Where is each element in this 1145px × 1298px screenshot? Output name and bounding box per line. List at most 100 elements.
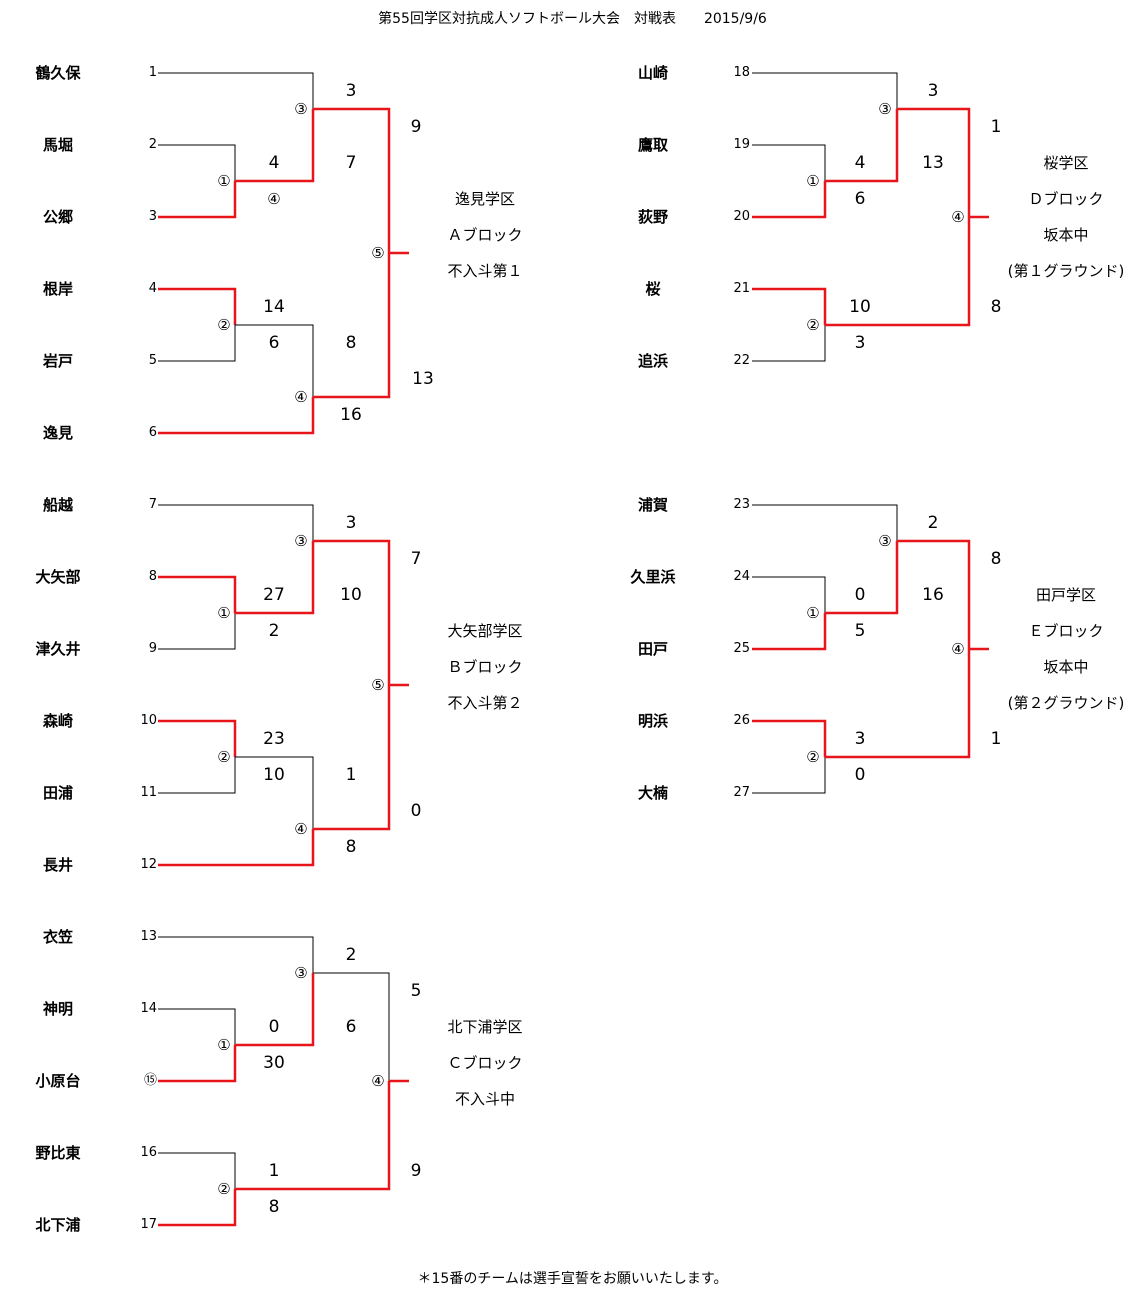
team-name: 荻野	[637, 208, 669, 226]
score-value: 3	[854, 729, 866, 749]
score-value: 4	[268, 153, 280, 173]
seed-number: 14	[140, 1001, 157, 1016]
score-value: 7	[345, 153, 357, 173]
block-info: 桜学区	[1043, 154, 1089, 172]
seed-number: 12	[140, 857, 157, 872]
match-number: ③	[294, 964, 308, 982]
match-number: ①	[806, 604, 820, 622]
seed-number: 8	[148, 569, 157, 584]
block-info: 大矢部学区	[447, 622, 523, 640]
score-value: 6	[345, 1017, 357, 1037]
bracket-line	[752, 576, 826, 613]
score-value: 3	[854, 333, 866, 353]
block-info: 北下浦学区	[447, 1018, 523, 1036]
block-info: 坂本中	[1043, 226, 1089, 244]
score-value: 6	[854, 189, 866, 209]
winner-bracket-line	[158, 397, 315, 435]
score-value: 13	[412, 369, 434, 389]
seed-number: 11	[140, 785, 157, 800]
match-number: ④	[371, 1072, 385, 1090]
score-value: 30	[263, 1053, 285, 1073]
seed-number: 13	[140, 929, 157, 944]
seed-number: 10	[140, 713, 157, 728]
match-number: ④	[267, 190, 281, 208]
score-value: 5	[410, 981, 422, 1001]
score-value: 16	[922, 585, 944, 605]
block-info: Ｄブロック	[1028, 190, 1104, 208]
block-info: Ａブロック	[447, 226, 523, 244]
winner-bracket-line	[235, 109, 315, 183]
team-name: 山崎	[637, 64, 669, 82]
score-value: 3	[345, 81, 357, 101]
bracket-line	[158, 1152, 236, 1189]
bracket-line	[235, 756, 314, 829]
bracket-line	[752, 757, 826, 794]
team-name: 野比東	[35, 1144, 81, 1162]
bracket-line	[158, 757, 236, 794]
bracket-line	[158, 613, 236, 650]
seed-number: 7	[148, 497, 157, 512]
match-number: ④	[951, 208, 965, 226]
match-number: ③	[878, 100, 892, 118]
seed-number: 2	[148, 137, 157, 152]
bracket-line	[158, 325, 236, 362]
score-value: 5	[854, 621, 866, 641]
bracket-line	[752, 144, 826, 181]
score-value: 6	[268, 333, 280, 353]
team-name: 久里浜	[630, 568, 676, 586]
block-info: 不入斗中	[454, 1090, 516, 1108]
seed-number: 18	[733, 65, 750, 80]
match-number: ②	[806, 316, 820, 334]
winner-bracket-line	[897, 539, 971, 649]
bracket-line	[158, 504, 314, 541]
team-name: 衣笠	[42, 928, 74, 946]
seed-number: 16	[140, 1145, 157, 1160]
winner-bracket-line	[897, 107, 971, 217]
block-info: (第１グラウンド)	[1007, 262, 1125, 280]
team-name: 田浦	[42, 784, 74, 802]
team-name: 浦賀	[637, 496, 669, 514]
score-value: 0	[854, 585, 866, 605]
seed-number: 3	[148, 209, 157, 224]
winner-bracket-line	[752, 287, 827, 325]
block-info: Ｃブロック	[447, 1054, 523, 1072]
match-number: ④	[294, 820, 308, 838]
score-value: 9	[410, 117, 422, 137]
team-name: 根岸	[42, 280, 74, 298]
match-number: ①	[217, 604, 231, 622]
team-name: 岩戸	[42, 352, 74, 370]
team-name: 田戸	[637, 640, 669, 658]
winner-bracket-line	[235, 973, 315, 1047]
team-name: 北下浦	[35, 1216, 81, 1234]
team-name: 神明	[42, 1000, 74, 1018]
score-value: 8	[990, 297, 1002, 317]
bracket-line	[752, 325, 826, 362]
seed-number: 19	[733, 137, 750, 152]
footnote: ＊15番のチームは選手宣誓をお願いいたします。	[417, 1271, 728, 1287]
score-value: 3	[345, 513, 357, 533]
winner-bracket-line	[313, 253, 391, 399]
score-value: 16	[340, 405, 362, 425]
score-value: 10	[263, 765, 285, 785]
score-value: 10	[340, 585, 362, 605]
score-value: 23	[263, 729, 285, 749]
match-number: ④	[951, 640, 965, 658]
match-number: ③	[294, 100, 308, 118]
block-info: 不入斗第２	[447, 694, 523, 712]
score-value: 1	[990, 117, 1002, 137]
score-value: 0	[268, 1017, 280, 1037]
winner-bracket-line	[158, 719, 237, 757]
seed-number: 6	[148, 425, 157, 440]
team-name: 鶴久保	[35, 64, 81, 82]
block-info: 田戸学区	[1035, 586, 1097, 604]
score-value: 0	[854, 765, 866, 785]
bracket-line	[235, 324, 314, 397]
seed-number: 4	[148, 281, 157, 296]
team-name: 鷹取	[637, 136, 669, 154]
winner-bracket-line	[752, 181, 827, 219]
match-number: ②	[217, 316, 231, 334]
team-name: 逸見	[42, 424, 74, 442]
seed-number: 25	[733, 641, 750, 656]
seed-number: 5	[148, 353, 157, 368]
match-number: ③	[878, 532, 892, 550]
